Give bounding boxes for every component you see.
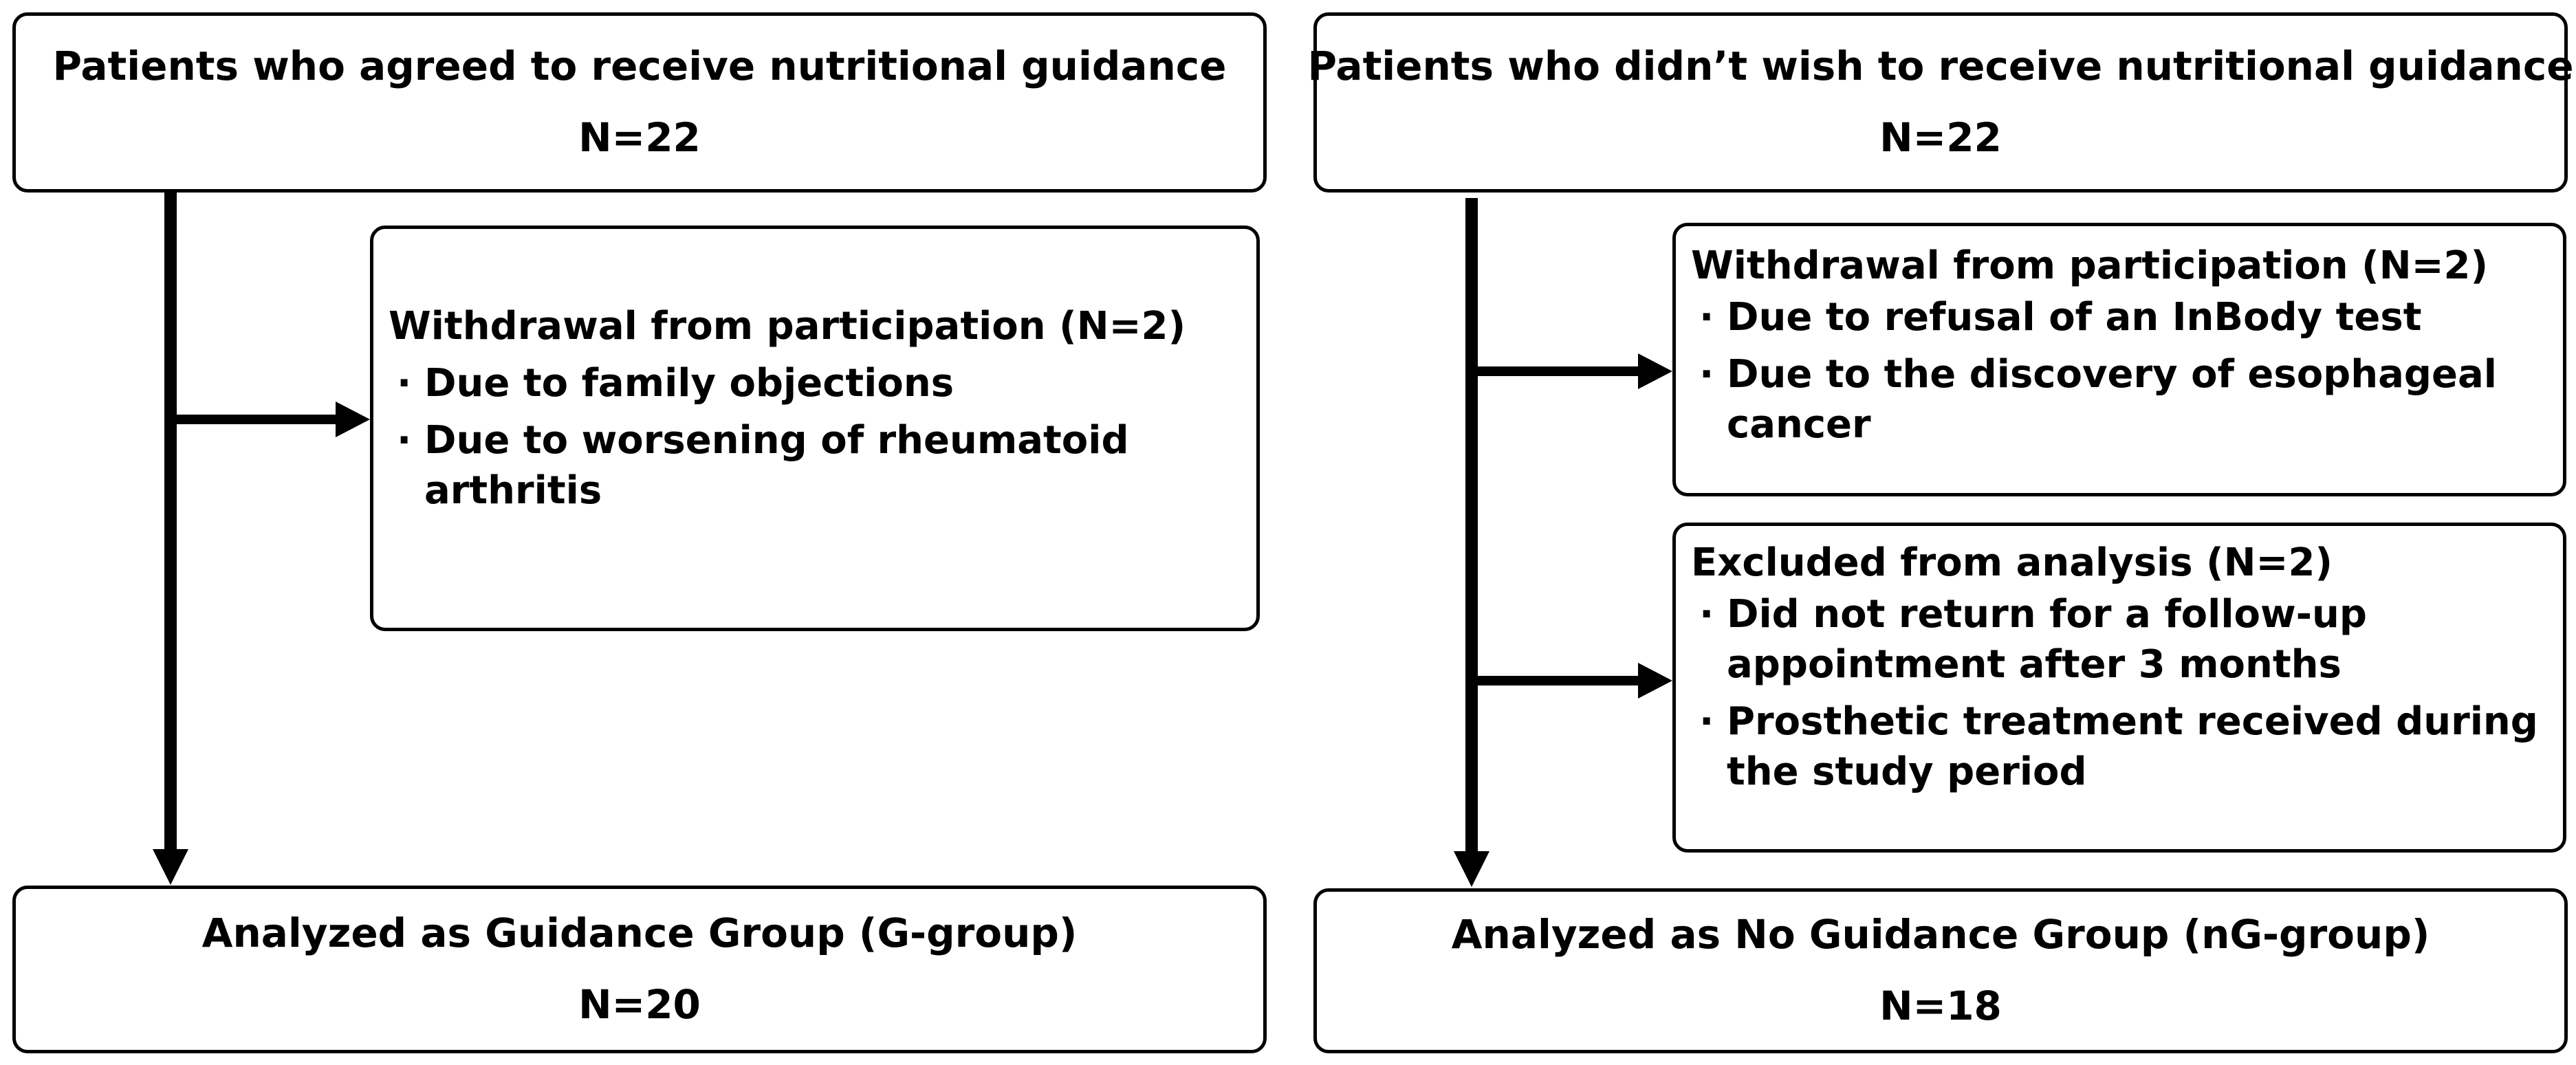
list-item: Due to refusal of an InBody test: [1691, 293, 2563, 343]
right-excluded-heading: Excluded from analysis (N=2): [1691, 540, 2333, 585]
list-item: Due to the discovery of esophageal cance…: [1691, 350, 2511, 450]
right-excluded-box: Excluded from analysis (N=2) Did not ret…: [1672, 523, 2566, 853]
left-branch-arrowhead: [336, 402, 370, 437]
list-item: Due to family objections: [389, 359, 1256, 409]
right-branch-withdrawal-arrowhead: [1638, 353, 1672, 389]
right-main-arrowhead: [1454, 851, 1489, 887]
left-top-count: N=22: [578, 114, 701, 161]
right-top-box: Patients who didn’t wish to receive nutr…: [1307, 12, 2574, 193]
left-top-title: Patients who agreed to receive nutrition…: [52, 43, 1227, 90]
left-bottom-box: Analyzed as Guidance Group (G-group) N=2…: [12, 886, 1267, 1053]
left-withdrawal-box: Withdrawal from participation (N=2) Due …: [370, 226, 1260, 631]
list-item: Due to worsening of rheumatoid arthritis: [389, 416, 1153, 516]
right-withdrawal-list: Due to refusal of an InBody test Due to …: [1691, 293, 2563, 450]
right-top-title: Patients who didn’t wish to receive nutr…: [1307, 43, 2574, 90]
left-withdrawal-list: Due to family objections Due to worsenin…: [389, 359, 1256, 516]
left-bottom-count: N=20: [578, 981, 701, 1028]
left-withdrawal-heading: Withdrawal from participation (N=2): [389, 304, 1186, 349]
right-bottom-title: Analyzed as No Guidance Group (nG-group): [1451, 911, 2430, 958]
left-main-arrowhead: [153, 849, 188, 885]
right-excluded-list: Did not return for a follow-up appointme…: [1691, 590, 2563, 797]
right-withdrawal-heading: Withdrawal from participation (N=2): [1691, 243, 2489, 288]
list-item: Prosthetic treatment received during the…: [1691, 697, 2552, 798]
right-bottom-box: Analyzed as No Guidance Group (nG-group)…: [1313, 888, 2568, 1053]
right-top-count: N=22: [1879, 114, 2002, 161]
right-withdrawal-box: Withdrawal from participation (N=2) Due …: [1672, 223, 2566, 496]
right-branch-excluded-arrowhead: [1638, 663, 1672, 699]
right-bottom-count: N=18: [1879, 982, 2002, 1029]
list-item: Did not return for a follow-up appointme…: [1691, 590, 2414, 690]
left-top-box: Patients who agreed to receive nutrition…: [12, 12, 1267, 193]
left-bottom-title: Analyzed as Guidance Group (G-group): [201, 910, 1078, 957]
